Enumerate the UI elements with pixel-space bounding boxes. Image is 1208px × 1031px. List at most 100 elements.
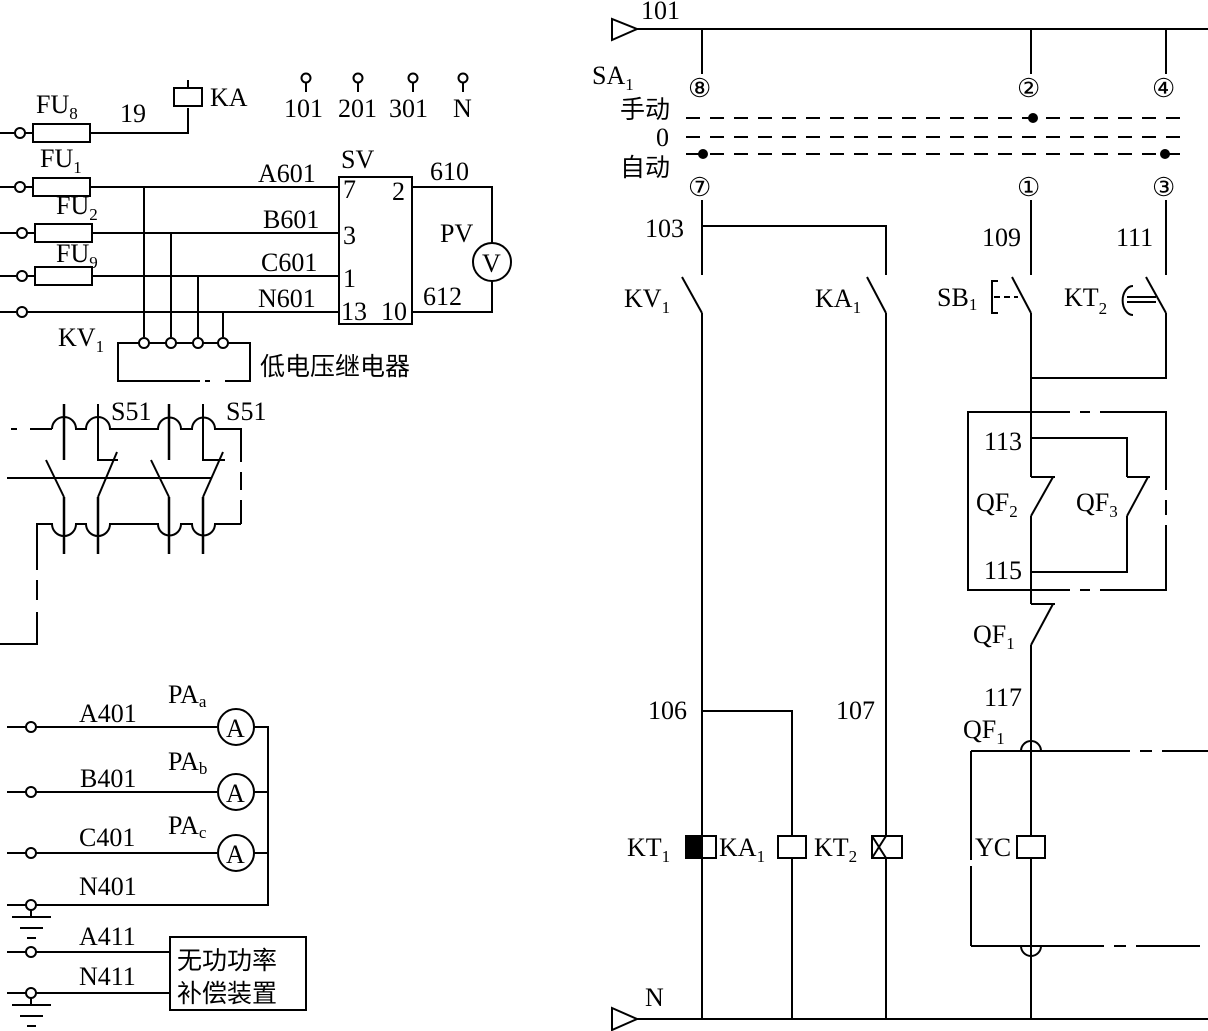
ammeter-b-label: PAb <box>168 747 207 778</box>
wire-612 <box>412 281 493 313</box>
voltage-selector-switch-sv: SV 7 3 1 13 2 10 <box>338 145 413 326</box>
coil-kt1: KT1 <box>627 833 717 866</box>
wire-113-label: 113 <box>984 427 1022 456</box>
ground-icon <box>12 910 51 939</box>
coil-kt1-body <box>701 835 717 859</box>
terminal-n <box>457 72 469 84</box>
wire-107-label: 107 <box>836 696 875 725</box>
coil-yc <box>1016 835 1046 859</box>
contact-blade <box>202 451 224 498</box>
bus-101-arrow-icon <box>611 17 640 42</box>
qf1-aux-arc <box>1020 740 1042 752</box>
label-c601: C601 <box>261 248 317 277</box>
bus-101-label: 101 <box>641 0 680 25</box>
voltage-measurement-section: FU8 19 KA 101 201 301 N FU1 <box>0 72 512 382</box>
ammeter-b-symbol: A <box>226 779 245 808</box>
contact-kt2-label: KT2 <box>1064 283 1107 318</box>
coil-kt2: KT2 <box>814 833 903 866</box>
fuse-fu8-label: FU8 <box>36 90 78 123</box>
label-b601: B601 <box>263 205 319 234</box>
voltmeter-pv <box>472 242 512 282</box>
contact-kv1-label: KV1 <box>624 284 670 317</box>
selector-switch-sa1: SA1 ⑧ ② ④ 手动 0 自动 ⑦ ① ③ <box>592 29 1182 202</box>
wire-117-label: 117 <box>984 683 1022 712</box>
sv-label: SV <box>341 145 374 174</box>
relay-ka-label: KA <box>210 83 248 112</box>
sa1-contact-7: ⑦ <box>688 173 711 202</box>
relay-terminal <box>165 337 177 349</box>
sa1-contact-4: ④ <box>1152 74 1175 103</box>
label-c401: C401 <box>79 823 135 852</box>
sa1-position-zero: 0 <box>656 123 669 152</box>
sa1-contact-2: ② <box>1017 74 1040 103</box>
terminal-301-label: 301 <box>389 94 428 123</box>
s51-label-1: S51 <box>111 397 151 426</box>
sv-pin-10: 10 <box>381 297 407 326</box>
sa1-label: SA1 <box>592 61 634 94</box>
label-n601: N601 <box>258 284 316 313</box>
s51-top-rail <box>51 416 242 462</box>
wire <box>0 612 38 645</box>
voltmeter-symbol: V <box>482 249 501 278</box>
wire-610-label: 610 <box>430 157 469 186</box>
label-a411: A411 <box>79 922 136 951</box>
contact-blade <box>45 459 65 498</box>
terminal <box>25 721 37 733</box>
sa1-contact-3: ③ <box>1152 173 1175 202</box>
relay-ka-coil <box>173 87 203 107</box>
relay-terminal <box>192 337 204 349</box>
closing-coil-yc-group: YC <box>970 740 1208 957</box>
low-voltage-relay-kv1: KV1 低电压继电器 <box>58 323 410 382</box>
contact-qf3 <box>1126 476 1149 517</box>
compensator-label-line1: 无功功率 <box>177 946 277 975</box>
compensator-label-line2: 补偿装置 <box>177 979 277 1008</box>
contact-stem <box>97 404 118 461</box>
relay-terminal <box>217 337 229 349</box>
terminal-201-label: 201 <box>338 94 377 123</box>
coil-ka1: KA1 <box>719 833 807 866</box>
contact-qf2-label: QF2 <box>976 488 1018 521</box>
terminal <box>25 847 37 859</box>
coil-kt2-body <box>871 835 903 859</box>
group-box <box>967 411 1003 591</box>
sa1-dot-manual-2 <box>1028 113 1038 123</box>
fuse-fu9 <box>34 266 93 286</box>
wire-612-label: 612 <box>423 282 462 311</box>
group-box <box>1100 411 1167 490</box>
contact-blade <box>97 451 118 498</box>
bus-n-label: N <box>645 983 664 1012</box>
sa1-dot-auto-7 <box>698 149 708 159</box>
contact-sb1-label: SB1 <box>937 283 977 314</box>
wire-n401 <box>36 726 269 906</box>
label-a401: A401 <box>79 699 137 728</box>
coil-ka1-label: KA1 <box>719 833 765 866</box>
terminal-n-label: N <box>453 94 472 123</box>
bus-n-arrow-icon <box>611 1006 640 1031</box>
current-measurement-section: A A401 PAa A B401 PAb A C401 PAc N401 <box>7 680 307 1027</box>
terminal <box>25 899 37 911</box>
fuse-fu2-label: FU2 <box>56 191 98 224</box>
coil-kt2-label: KT2 <box>814 833 857 866</box>
label-n411: N411 <box>79 962 136 991</box>
contact-kv1 <box>681 276 703 314</box>
relay-terminal <box>138 337 150 349</box>
bus-terminals: 101 201 301 N <box>284 72 472 123</box>
wire-103-label: 103 <box>645 214 684 243</box>
contact-qf1 <box>1030 603 1054 646</box>
sv-pin-13: 13 <box>341 297 367 326</box>
terminal-101-label: 101 <box>284 94 323 123</box>
ammeter-c-label: PAc <box>168 811 207 842</box>
s51-label-2: S51 <box>226 397 266 426</box>
contact-ka1 <box>866 276 887 314</box>
terminal <box>25 946 37 958</box>
contact-blade <box>150 459 170 498</box>
sv-pin-2: 2 <box>392 177 405 206</box>
ammeter-c-symbol: A <box>226 840 245 869</box>
terminal-301 <box>407 72 419 84</box>
wire-610 <box>412 186 493 243</box>
terminal-101 <box>300 72 312 84</box>
label-b401: B401 <box>80 764 136 793</box>
wire-19 <box>90 108 189 134</box>
control-circuit: 101 N SA1 ⑧ ② ④ 手动 0 自动 ⑦ ① ③ <box>592 0 1208 1031</box>
